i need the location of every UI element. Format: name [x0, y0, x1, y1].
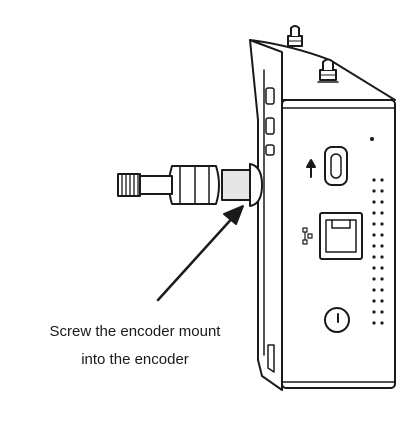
- power-connector-icon: [324, 307, 350, 333]
- encoder-mount-screw: [117, 163, 263, 207]
- device-front-face: [281, 99, 396, 389]
- caption-line-1: Screw the encoder mount: [49, 323, 221, 340]
- instruction-caption: Screw the encoder mount into the encoder: [40, 318, 230, 374]
- encoder-device: [249, 39, 396, 391]
- pointer-arrow-icon: [156, 205, 244, 302]
- caption-line-2: into the encoder: [81, 351, 189, 368]
- status-led-icon: [370, 137, 374, 141]
- usb-c-port-icon: [306, 146, 348, 186]
- ethernet-port-icon: [302, 212, 363, 260]
- antenna-connector-icon: [287, 25, 339, 83]
- vent-holes: [372, 178, 384, 325]
